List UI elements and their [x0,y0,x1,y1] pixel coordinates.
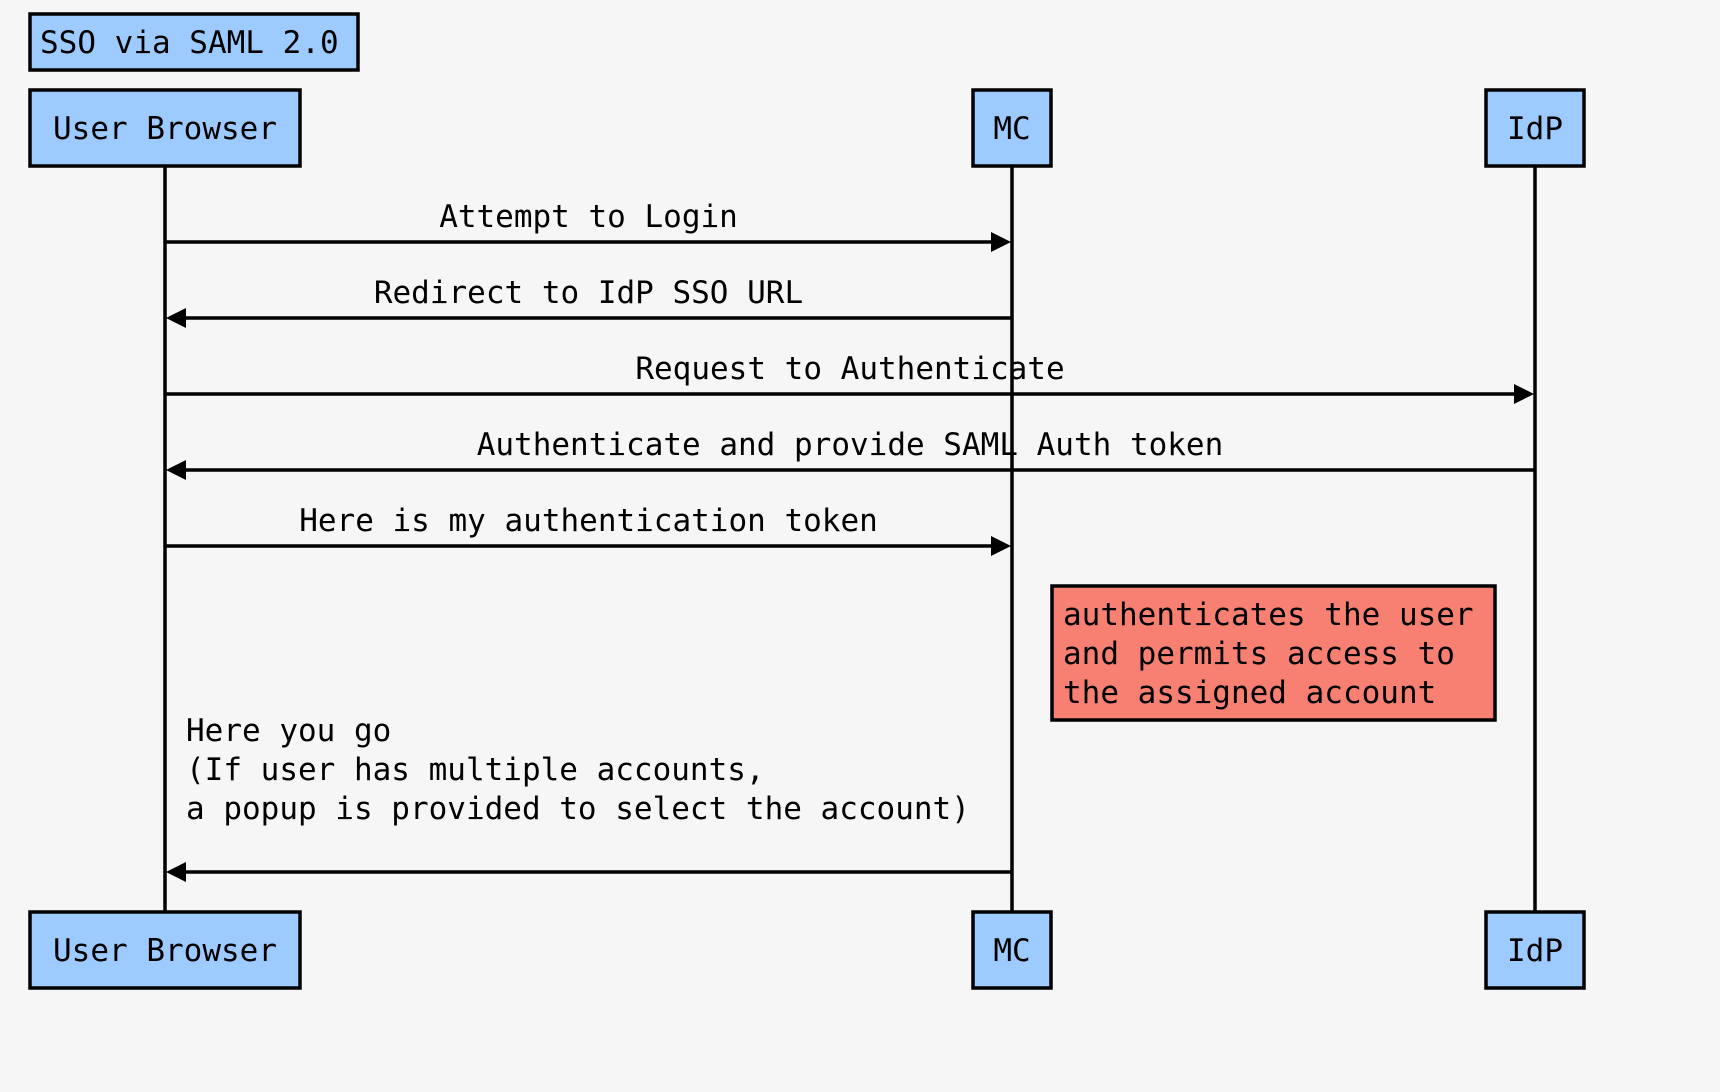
arrowhead-icon [166,460,186,480]
arrowhead-icon [1514,384,1534,404]
message-1: Attempt to Login [165,199,1011,252]
participant-box [1484,88,1586,168]
arrowhead-icon [991,232,1011,252]
arrowhead-icon [991,536,1011,556]
message-label: Here is my authentication token [299,503,878,539]
participant-box [28,910,302,990]
title-box-rect [28,12,360,72]
message-label: Attempt to Login [439,199,738,235]
participant-label: IdP [1507,111,1563,147]
participant-label: IdP [1507,933,1563,969]
participant-box [971,910,1053,990]
message-2: Redirect to IdP SSO URL [166,275,1012,328]
message-4: Authenticate and provide SAML Auth token [166,427,1535,480]
arrowhead-icon [166,308,186,328]
message-label: Request to Authenticate [635,351,1064,387]
note-text-line: authenticates the user [1063,597,1474,633]
participant-label: User Browser [53,111,277,147]
participant-label: MC [993,933,1030,969]
message-label: Redirect to IdP SSO URL [374,275,803,311]
note-rect [1050,584,1497,722]
message-label-line: a popup is provided to select the accoun… [186,791,970,827]
diagram-title: SSO via SAML 2.0 [28,12,360,72]
title-box: SSO via SAML 2.0 [28,12,360,72]
participant-box [971,88,1053,168]
message-3: Request to Authenticate [165,351,1534,404]
message-6: Here you go(If user has multiple account… [166,713,1012,882]
participant-mc-bottom: MC [971,910,1053,990]
title-text: SSO via SAML 2.0 [40,25,339,61]
message-label: Here you go(If user has multiple account… [186,713,970,827]
participant-browser-top: User Browser [28,88,302,168]
message-label-line: Here you go [186,713,391,749]
participant-mc-top: MC [971,88,1053,168]
message-label-line: (If user has multiple accounts, [186,752,765,788]
participant-idp-top: IdP [1484,88,1586,168]
participant-idp-bottom: IdP [1484,910,1586,990]
lifelines [163,166,1537,912]
participant-box [28,88,302,168]
participant-label: MC [993,111,1030,147]
note-text-line: and permits access to [1063,636,1455,672]
note-text-line: the assigned account [1063,675,1436,711]
participant-browser-bottom: User Browser [28,910,302,990]
message-5: Here is my authentication token [165,503,1011,556]
arrowhead-icon [166,862,186,882]
participant-box [1484,910,1586,990]
participant-label: User Browser [53,933,277,969]
message-label: Authenticate and provide SAML Auth token [477,427,1224,463]
